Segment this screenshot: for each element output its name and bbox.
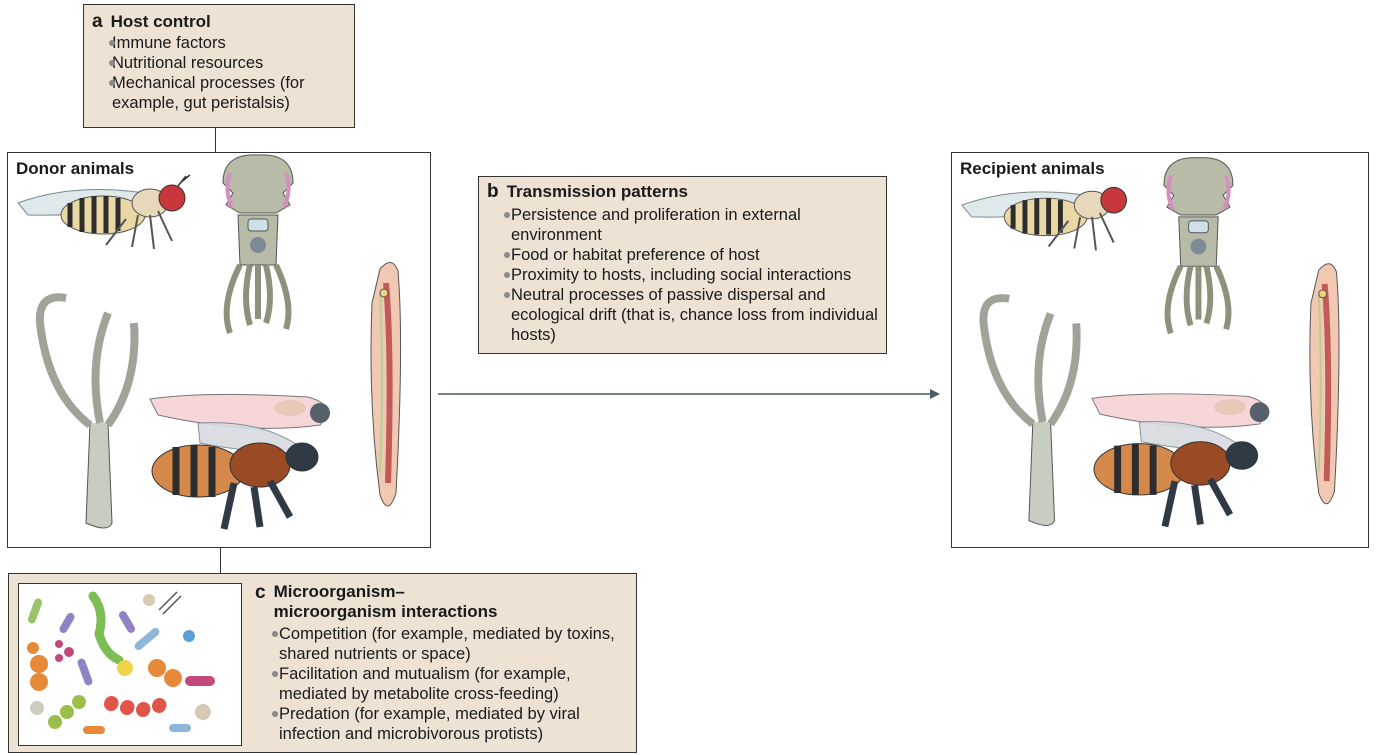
microbe-interactions-text: c Microorganism–microorganism interactio…: [255, 582, 631, 744]
nematode-icon: [1310, 264, 1339, 504]
host-control-item: Mechanical processes (for example, gut p…: [92, 73, 346, 113]
donor-animals-panel: Donor animals: [7, 152, 431, 548]
transmission-box: b Transmission patterns Persistence and p…: [478, 176, 887, 354]
recipient-animals-illustration: [952, 153, 1370, 549]
honeybee-icon: [152, 423, 318, 529]
microbe-community-panel: [18, 583, 242, 746]
connector-a-to-donor: [215, 128, 216, 153]
donor-animals-illustration: [8, 153, 432, 549]
transmission-item: Persistence and proliferation in externa…: [487, 205, 878, 245]
hydra-icon: [40, 297, 135, 528]
transmission-arrow: [436, 384, 946, 404]
fruit-fly-icon: [962, 187, 1127, 250]
host-control-box: a Host control Immune factors Nutritional…: [83, 4, 355, 128]
host-control-item: Nutritional resources: [92, 53, 346, 73]
host-control-letter: a: [92, 11, 103, 32]
microbe-interactions-letter: c: [255, 582, 266, 622]
zebrafish-icon: [150, 394, 330, 428]
microbe-interactions-item: Predation (for example, mediated by vira…: [255, 704, 631, 744]
hydra-icon: [983, 298, 1076, 525]
microbe-interactions-item: Competition (for example, mediated by to…: [255, 624, 631, 664]
host-control-item: Immune factors: [92, 33, 346, 53]
nematode-icon: [371, 262, 401, 506]
transmission-item: Food or habitat preference of host: [487, 245, 878, 265]
squid-icon: [223, 155, 293, 333]
squid-icon: [1164, 158, 1233, 334]
recipient-animals-panel: Recipient animals: [951, 152, 1369, 548]
microbe-community-illustration: [19, 584, 241, 745]
host-control-title: Host control: [111, 12, 211, 31]
microbe-icons: [27, 592, 215, 734]
microbe-interactions-item: Facilitation and mutualism (for example,…: [255, 664, 631, 704]
connector-donor-to-c: [220, 548, 221, 574]
honeybee-icon: [1094, 422, 1258, 527]
zebrafish-icon: [1092, 394, 1269, 427]
transmission-letter: b: [487, 181, 499, 202]
transmission-title: Transmission patterns: [507, 182, 688, 201]
fruit-fly-icon: [18, 175, 190, 249]
transmission-item: Proximity to hosts, including social int…: [487, 265, 878, 285]
microbe-interactions-box: c Microorganism–microorganism interactio…: [8, 573, 637, 753]
transmission-item: Neutral processes of passive dispersal a…: [487, 285, 878, 345]
microbe-interactions-title: Microorganism–microorganism interactions: [274, 582, 524, 622]
